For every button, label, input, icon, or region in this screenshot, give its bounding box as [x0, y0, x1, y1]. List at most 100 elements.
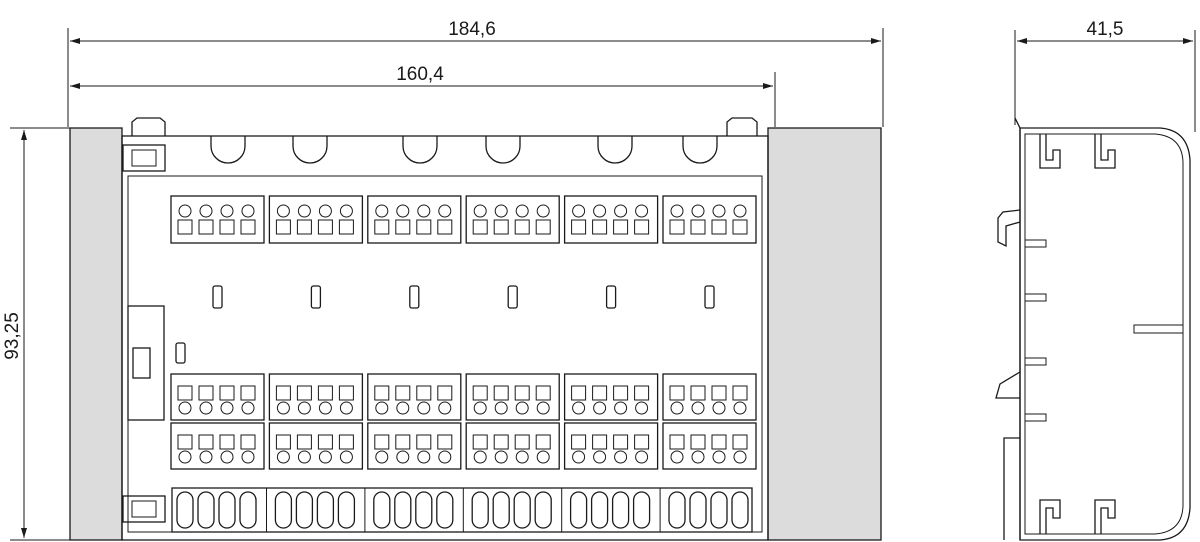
terminal-hole [712, 204, 726, 218]
inner-panel [127, 175, 763, 533]
terminal-hole [318, 204, 332, 218]
terminal-contact [317, 385, 333, 401]
terminal-hole [220, 204, 234, 218]
terminal-hole [691, 401, 705, 415]
terminal-contact [198, 385, 214, 401]
terminal-hole [473, 204, 487, 218]
terminal-contact [535, 219, 551, 235]
oval-terminal [415, 491, 433, 529]
terminal-hole [375, 401, 389, 415]
terminal-contact [296, 434, 312, 450]
front-view [69, 117, 882, 541]
terminal-hole [515, 450, 529, 464]
terminal-hole [593, 450, 607, 464]
inner-width-label: 160,4 [396, 64, 444, 85]
terminal-contact [374, 219, 390, 235]
led-slot [212, 285, 223, 309]
oval-terminal [436, 491, 454, 529]
terminal-hole [473, 401, 487, 415]
terminal-contact [177, 219, 193, 235]
oval-terminal [176, 491, 194, 529]
terminal-contact [395, 434, 411, 450]
dimension-inner-width: 160,4 [70, 64, 776, 127]
terminal-block-lower [563, 422, 659, 470]
terminal-contact [374, 434, 390, 450]
terminal-hole [536, 450, 550, 464]
led-slot [704, 285, 715, 309]
terminal-contact [711, 434, 727, 450]
terminal-contact [240, 434, 256, 450]
terminal-block-top [367, 195, 462, 244]
terminal-hole [297, 204, 311, 218]
terminal-contact [338, 219, 354, 235]
left-end-cap [69, 127, 123, 541]
terminal-hole [670, 401, 684, 415]
oval-terminal [197, 491, 215, 529]
terminal-contact [592, 434, 608, 450]
terminal-contact [198, 434, 214, 450]
terminal-contact [395, 219, 411, 235]
terminal-hole [572, 204, 586, 218]
terminal-hole [178, 401, 192, 415]
terminal-contact [514, 219, 530, 235]
oval-terminal [689, 491, 707, 529]
terminal-block-lower [170, 422, 265, 470]
dimension-height: 93,25 [2, 127, 70, 541]
terminal-hole [691, 450, 705, 464]
terminal-hole [178, 204, 192, 218]
depth-label: 41,5 [1087, 19, 1124, 40]
terminal-hole [438, 401, 452, 415]
terminal-contact [613, 219, 629, 235]
terminal-hole [614, 204, 628, 218]
terminal-contact [592, 385, 608, 401]
terminal-contact [669, 434, 685, 450]
terminal-contact [338, 385, 354, 401]
bottom-oval-terminals [176, 488, 749, 532]
terminal-contact [732, 219, 748, 235]
terminal-hole [733, 401, 747, 415]
terminal-hole [635, 450, 649, 464]
terminal-contact [374, 385, 390, 401]
oval-terminal [239, 491, 257, 529]
clip-top-left [122, 144, 166, 172]
terminal-hole [318, 450, 332, 464]
height-label: 93,25 [2, 312, 23, 360]
terminal-hole [438, 204, 452, 218]
oval-terminal [569, 491, 588, 529]
terminal-contact [219, 434, 235, 450]
terminal-contact [535, 434, 551, 450]
terminal-contact [493, 385, 509, 401]
terminal-contact [514, 434, 530, 450]
oval-terminal [492, 491, 510, 529]
oval-terminal [373, 491, 391, 529]
bottom-terminal-strip [171, 487, 753, 533]
terminal-block-lower [367, 422, 462, 470]
terminal-contact [198, 219, 214, 235]
terminal-contact [275, 385, 291, 401]
din-hook-top [997, 209, 1021, 248]
terminal-contact [690, 385, 706, 401]
terminal-hole [733, 450, 747, 464]
top-notch [210, 136, 246, 164]
oval-terminal [632, 491, 651, 529]
terminal-contact [732, 434, 748, 450]
oval-terminal [394, 491, 412, 529]
terminal-block-top [465, 195, 560, 244]
terminal-hole [199, 401, 213, 415]
oval-terminal [218, 491, 236, 529]
din-hook-bottom [995, 371, 1021, 399]
terminal-block-lower [662, 422, 757, 470]
terminal-hole [670, 450, 684, 464]
terminal-contact [296, 385, 312, 401]
terminal-block-lower [268, 422, 364, 470]
latch-top-left [131, 117, 166, 136]
oval-terminal [590, 491, 609, 529]
terminal-hole [178, 450, 192, 464]
terminal-hole [241, 450, 255, 464]
terminal-block-top [170, 195, 265, 244]
terminal-contact [571, 385, 587, 401]
terminal-block-lower [268, 373, 364, 421]
terminal-hole [635, 401, 649, 415]
terminal-contact [732, 385, 748, 401]
terminal-contact [472, 385, 488, 401]
